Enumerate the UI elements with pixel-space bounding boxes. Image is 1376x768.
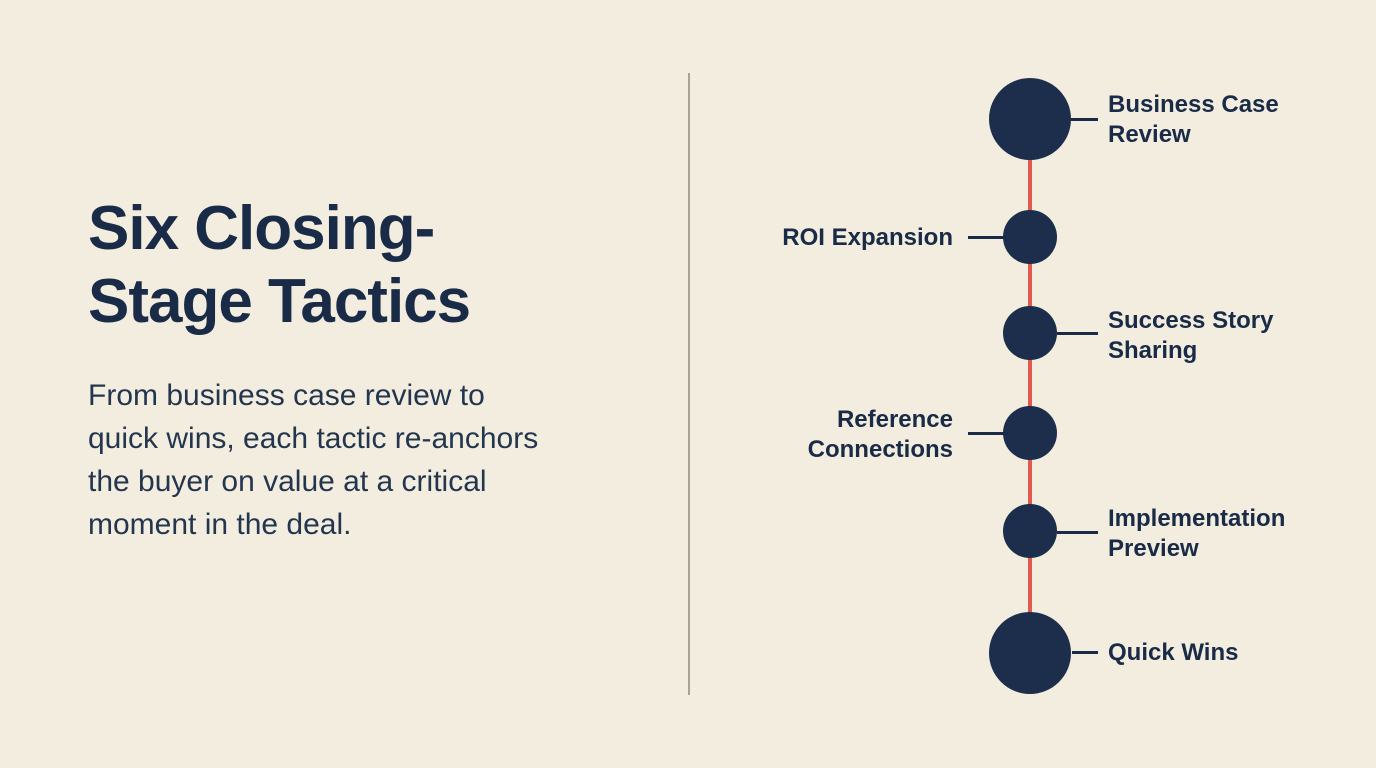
timeline-dot-quick-wins	[989, 612, 1071, 694]
page-title: Six Closing- Stage Tactics	[88, 194, 471, 336]
timeline-dot-success-story-sharing	[1003, 306, 1057, 360]
connector-line	[968, 236, 1006, 239]
page-description: From business case review to quick wins,…	[88, 379, 539, 541]
panel-divider	[688, 73, 690, 695]
timeline-label-success-story-sharing: Success Story Sharing	[1108, 307, 1274, 364]
timeline-dot-reference-connections	[1003, 406, 1057, 460]
timeline-label-implementation-preview: Implementation Preview	[1108, 505, 1286, 562]
timeline-label-roi-expansion: ROI Expansion	[782, 224, 953, 251]
connector-line	[1057, 332, 1098, 335]
connector-line	[1057, 531, 1098, 534]
timeline-label-quick-wins: Quick Wins	[1108, 639, 1239, 666]
timeline-label-reference-connections: Reference Connections	[807, 406, 953, 463]
timeline-dot-implementation-preview	[1003, 504, 1057, 558]
timeline-dot-roi-expansion	[1003, 210, 1057, 264]
timeline-spine	[1028, 119, 1032, 653]
connector-line	[1071, 118, 1098, 121]
timeline-dot-business-case-review	[989, 78, 1071, 160]
connector-line	[1072, 651, 1098, 654]
connector-line	[968, 432, 1008, 435]
timeline-label-business-case-review: Business Case Review	[1108, 91, 1279, 148]
